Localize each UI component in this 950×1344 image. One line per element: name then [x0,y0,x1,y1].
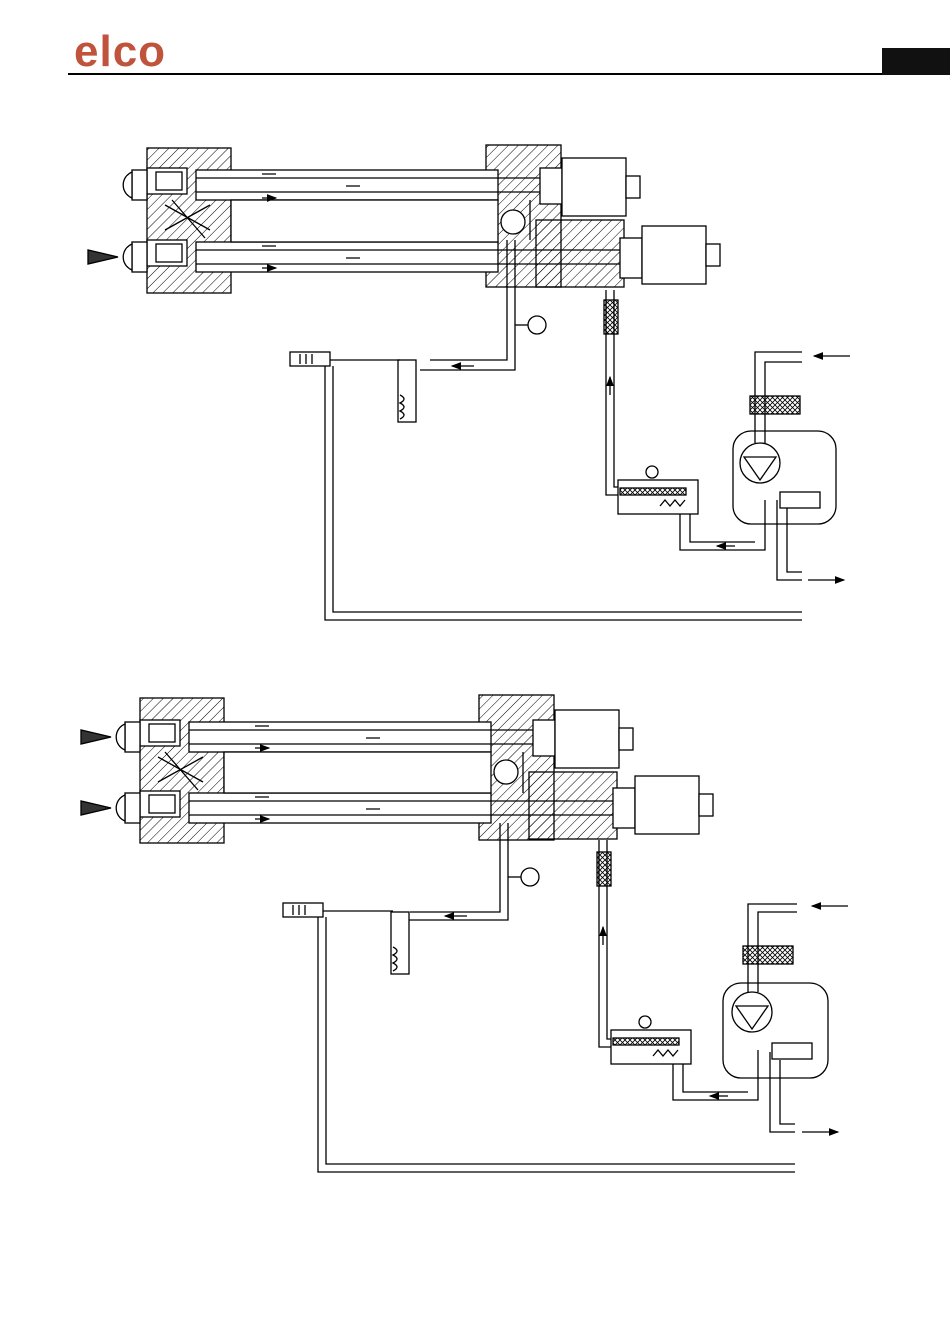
check-ball [494,760,518,784]
diagram-top [88,145,850,620]
spray-cone [88,250,118,264]
solenoid-valve-2 [635,776,699,834]
check-valve [597,852,611,886]
pressure-gauge [521,868,539,886]
spray-cone-lower [81,801,111,815]
return-valve [283,903,323,917]
pump-pressure-valve [772,1043,812,1059]
oil-filter [750,396,800,414]
preheater [618,480,698,514]
pressure-regulator [398,360,416,422]
return-valve [290,352,330,366]
pump-pressure-valve [780,492,820,508]
solenoid-valve-1 [562,158,626,216]
pressure-gauge [528,316,546,334]
check-valve [604,300,618,334]
oil-filter [743,946,793,964]
diagram-bottom [81,695,848,1172]
spray-cone-upper [81,730,111,744]
check-ball [501,210,525,234]
solenoid-valve-2 [642,226,706,284]
pressure-regulator [391,912,409,974]
solenoid-valve-1 [555,710,619,768]
preheater [611,1030,691,1064]
